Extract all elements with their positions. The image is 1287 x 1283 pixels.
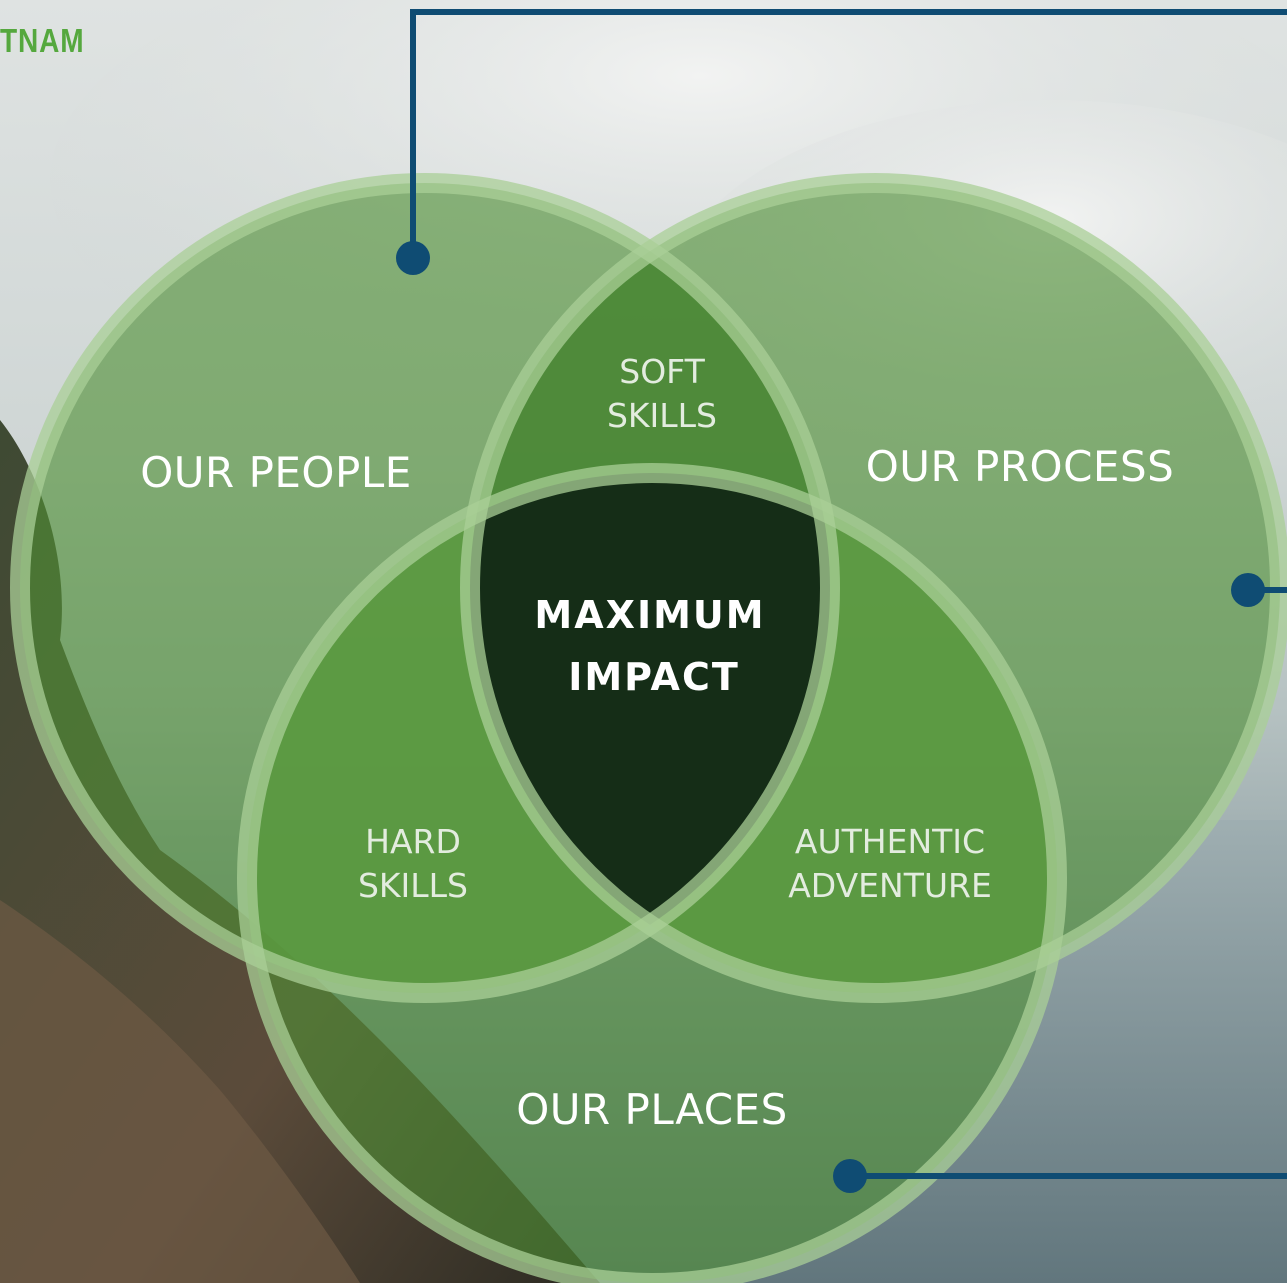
label-hard-line1: HARD (365, 822, 461, 861)
label-our-process: OUR PROCESS (866, 442, 1175, 491)
connector-dot-process (1231, 573, 1265, 607)
connector-dot-people (396, 241, 430, 275)
corner-title-fragment: TNAM (0, 22, 85, 59)
connectors (396, 9, 1287, 1193)
label-our-people: OUR PEOPLE (140, 448, 412, 497)
outline-our-people (10, 173, 840, 1003)
label-authentic-line2: ADVENTURE (788, 866, 992, 905)
label-hard-line2: SKILLS (358, 866, 468, 905)
label-center-line1: MAXIMUM (534, 593, 765, 637)
connector-dot-places (833, 1159, 867, 1193)
outline-our-places (237, 463, 1067, 1283)
label-authentic-line1: AUTHENTIC (795, 822, 985, 861)
label-center-line2: IMPACT (568, 655, 740, 699)
overlap-fills (247, 183, 1057, 993)
label-our-places: OUR PLACES (516, 1085, 788, 1134)
connector-line-people (410, 9, 1287, 258)
label-soft-line1: SOFT (619, 352, 705, 391)
labels: OUR PEOPLE OUR PROCESS OUR PLACES SOFT S… (140, 352, 1174, 1134)
label-soft-line2: SKILLS (607, 396, 717, 435)
overlap-center (470, 473, 830, 993)
